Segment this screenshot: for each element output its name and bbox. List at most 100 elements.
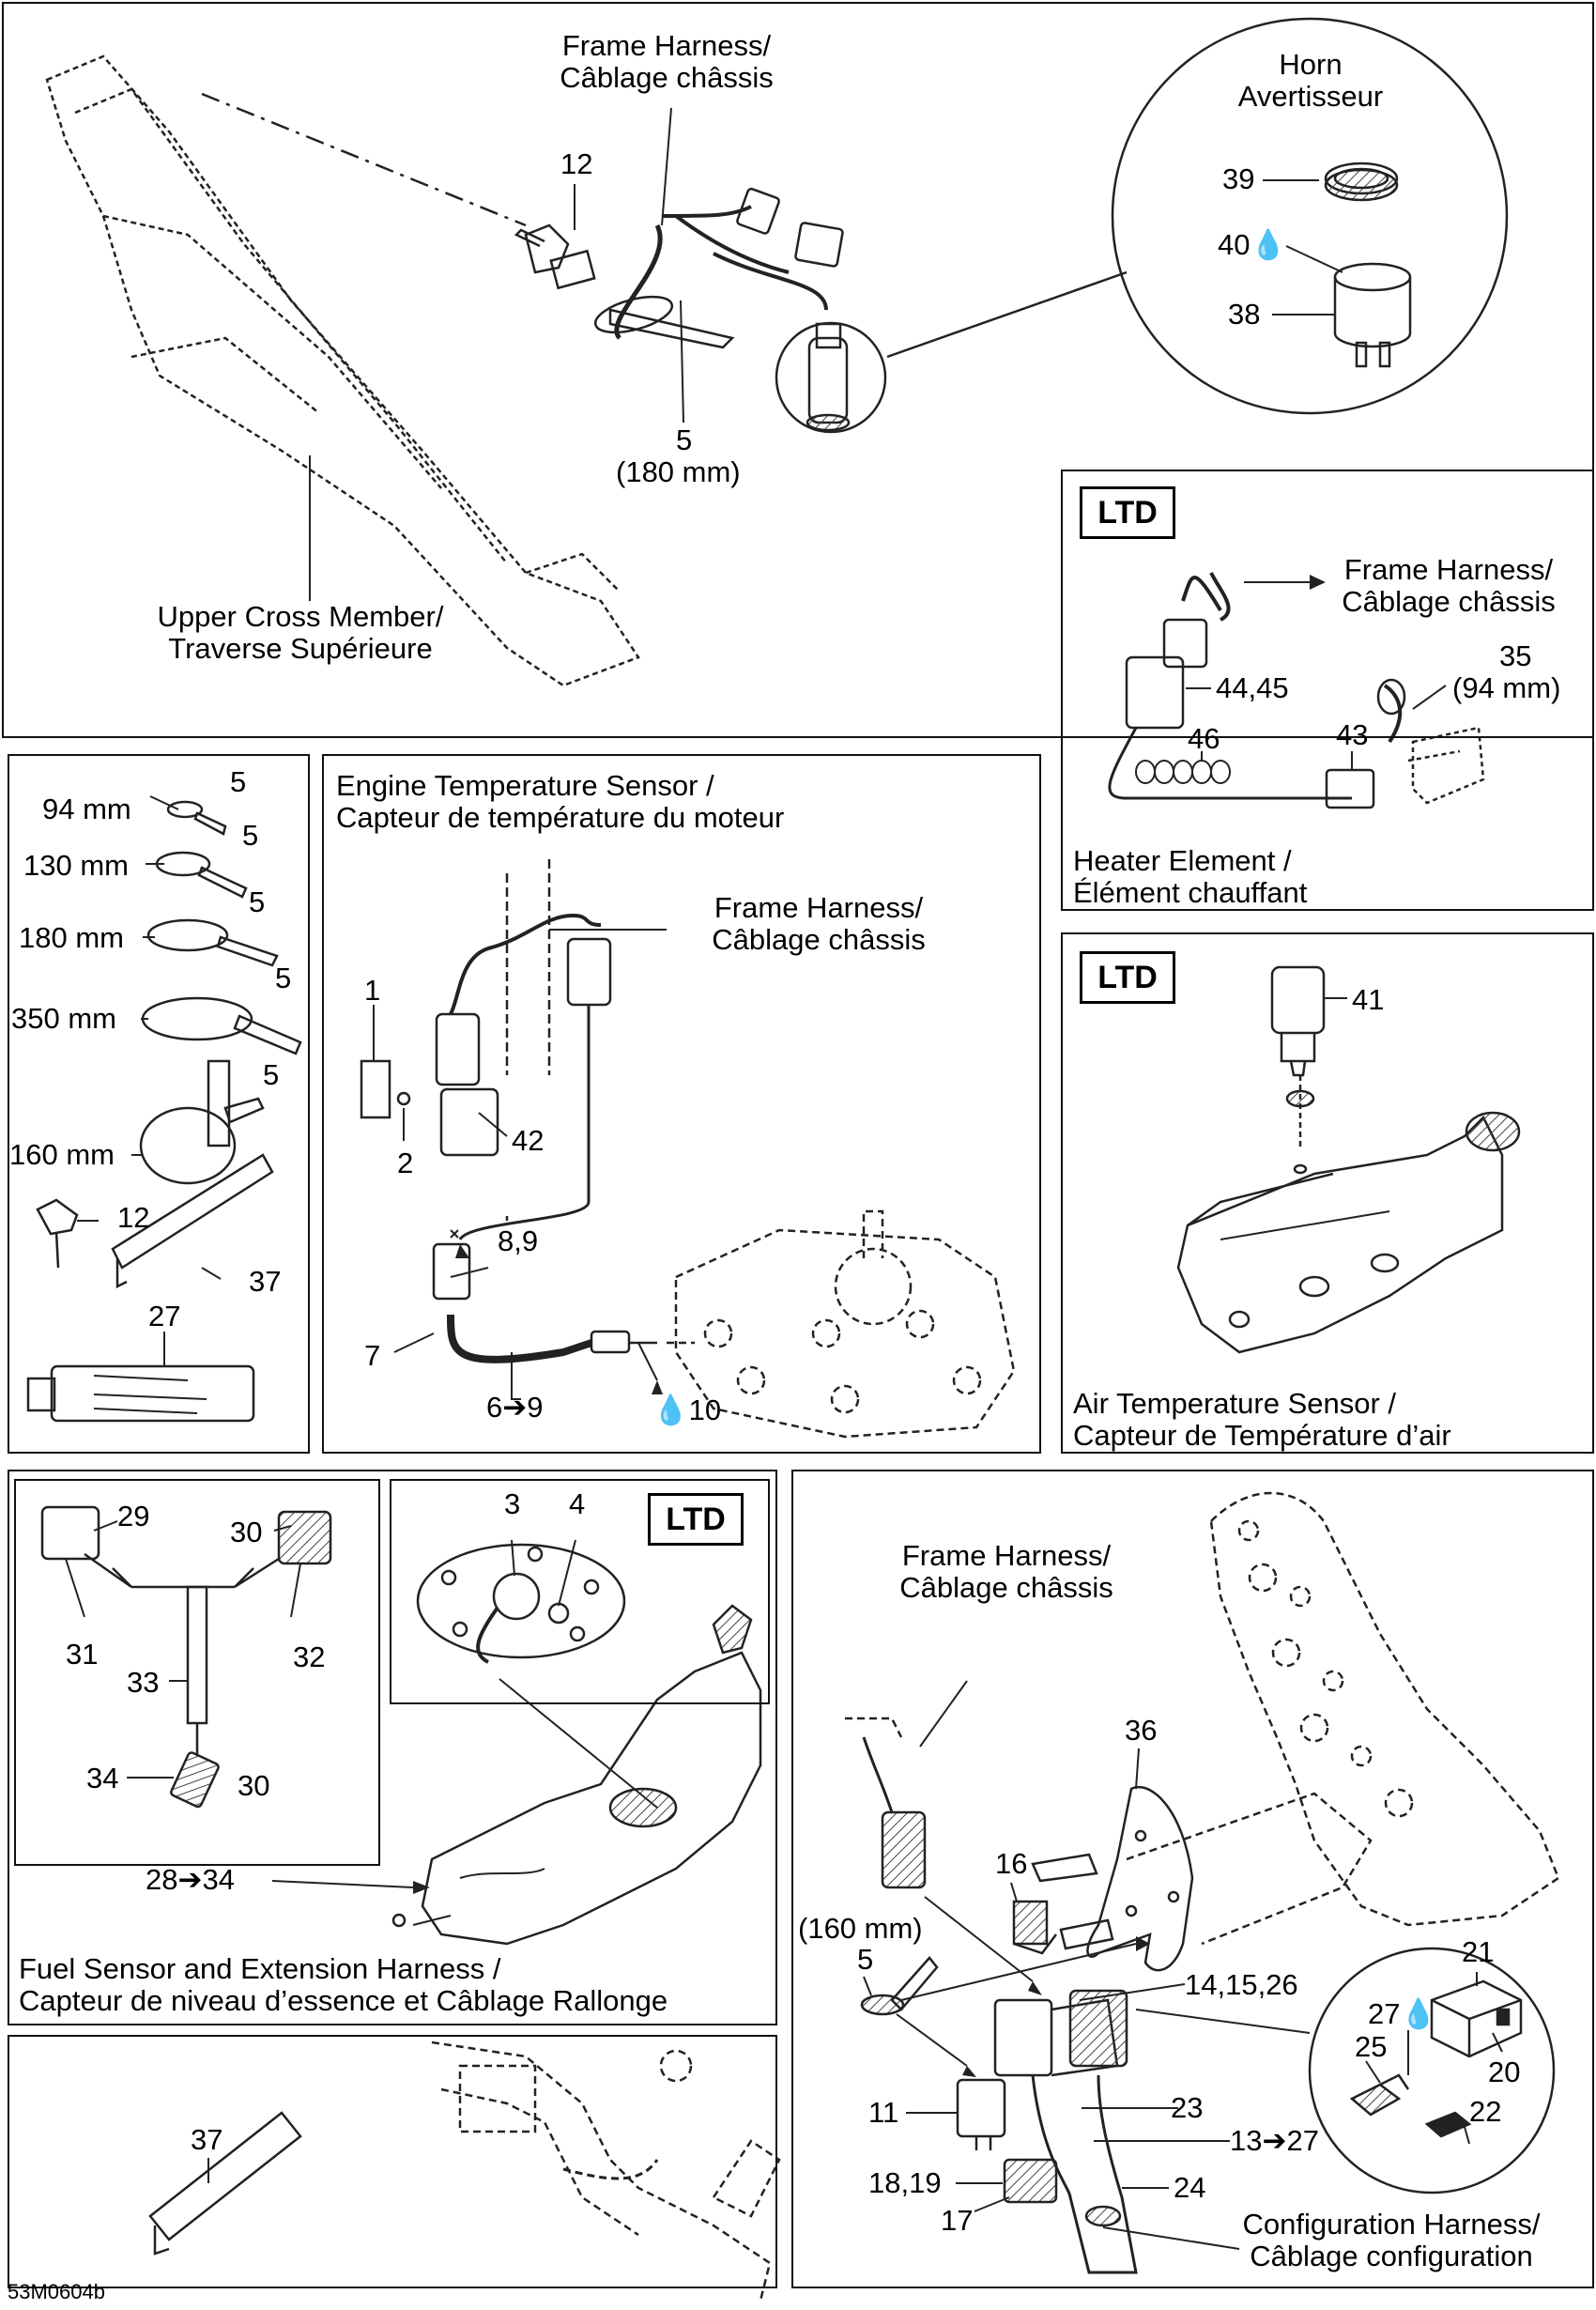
fuel-extension-harness-drawing	[40, 1505, 332, 1809]
callout-5-tie-160: 5	[263, 1058, 280, 1091]
frame-drawing	[45, 54, 640, 687]
callout-35: 35	[1499, 639, 1532, 672]
callout-2: 2	[397, 1147, 414, 1179]
callout-160mm: (160 mm)	[798, 1912, 923, 1945]
callout-20: 20	[1488, 2056, 1521, 2088]
callout-4: 4	[569, 1487, 586, 1520]
fuse-21-drawing	[1430, 1979, 1523, 2058]
callout-42: 42	[512, 1124, 545, 1157]
label-frame-harness-engine: Frame Harness/Câblage châssis	[712, 891, 926, 956]
label-air-temp-sensor: Air Temperature Sensor /Capteur de Tempé…	[1073, 1387, 1451, 1452]
callout-27-ties: 27	[148, 1300, 181, 1332]
engine-harness-drawing	[360, 859, 657, 1363]
callout-5-tie-130: 5	[242, 819, 259, 852]
callout-30-bottom: 30	[238, 1769, 270, 1802]
label-configuration-harness: Configuration Harness/Câblage configurat…	[1242, 2208, 1541, 2272]
callout-36: 36	[1125, 1714, 1158, 1747]
label-frame-harness-main: Frame Harness/Câblage châssis	[560, 29, 774, 94]
callout-32: 32	[293, 1640, 326, 1673]
screw-12-small	[36, 1198, 79, 1269]
cable-tie-180	[146, 918, 279, 967]
panel-engine-temp	[322, 754, 1041, 1454]
oil-drop-icon: 💧	[1400, 1997, 1437, 2030]
callout-16: 16	[995, 1847, 1028, 1880]
label-upper-cross-member: Upper Cross Member/Traverse Supérieure	[157, 600, 444, 665]
air-temp-sensor-drawing	[1270, 965, 1326, 1150]
callout-5-tie-350: 5	[275, 962, 292, 994]
panel-heater	[1061, 470, 1594, 911]
callout-21: 21	[1462, 1935, 1495, 1968]
callout-28-34: 28➔34	[146, 1863, 235, 1896]
label-frame-harness-heater: Frame Harness/Câblage châssis	[1342, 553, 1556, 618]
air-box-drawing	[1176, 1111, 1521, 1354]
callout-10: 💧10	[652, 1394, 722, 1426]
label-engine-temp-sensor: Engine Temperature Sensor /Capteur de te…	[336, 769, 785, 834]
panel-edge	[8, 2035, 777, 2288]
callout-14-15-26: 14,15,26	[1185, 1968, 1298, 2001]
callout-6-9: 6➔9	[486, 1391, 544, 1424]
edge-trim-37	[111, 1153, 274, 1289]
callout-27-config: 27💧	[1368, 1997, 1437, 2030]
callout-11: 11	[868, 2096, 899, 2129]
oil-drop-icon: 💧	[652, 1394, 689, 1426]
config-harness-drawing	[845, 1717, 927, 1889]
connector-18-drawing	[1003, 2158, 1058, 2204]
badge-ltd-air: LTD	[1080, 951, 1175, 1004]
callout-1: 1	[364, 974, 381, 1007]
fuse-box-drawing	[993, 1989, 1138, 2274]
callout-7: 7	[364, 1339, 381, 1372]
panel-fuel-right-inset	[390, 1479, 770, 1704]
fuel-tank-drawing	[391, 1604, 762, 1946]
tie-size-180: 180 mm	[19, 921, 124, 954]
label-fuel-sensor: Fuel Sensor and Extension Harness /Capte…	[19, 1952, 668, 2017]
callout-22: 22	[1469, 2095, 1502, 2128]
callout-39: 39	[1222, 162, 1255, 195]
callout-38: 38	[1228, 298, 1261, 331]
callout-41: 41	[1352, 983, 1385, 1016]
callout-37-ties: 37	[249, 1265, 282, 1298]
fuse-detail-circle	[1308, 1947, 1556, 2194]
panel-fuel	[8, 1470, 777, 2025]
horn-body-38	[1333, 262, 1412, 368]
callout-23: 23	[1171, 2091, 1204, 2124]
config-frame-drawing	[1126, 1491, 1560, 1946]
callout-18-19: 18,19	[868, 2166, 942, 2199]
callout-34: 34	[86, 1762, 119, 1794]
figure-code: 53M0604b	[8, 2280, 105, 2303]
callout-13-27: 13➔27	[1230, 2124, 1319, 2157]
fuse-22-drawing	[1424, 2111, 1472, 2138]
screw-12-drawing	[514, 223, 596, 290]
engine-cylinder-drawing	[674, 1209, 1016, 1439]
frame-harness-drawing	[593, 187, 844, 349]
callout-12-ties: 12	[117, 1201, 150, 1234]
cable-tie-160	[139, 1059, 265, 1185]
tie-size-160: 160 mm	[9, 1138, 115, 1171]
tie-size-350: 350 mm	[11, 1002, 116, 1035]
tie-size-94: 94 mm	[42, 793, 131, 825]
relay-11-drawing	[956, 2078, 1006, 2150]
callout-46: 46	[1188, 722, 1220, 755]
oil-drop-icon: 💧	[1250, 228, 1287, 261]
callout-25: 25	[1355, 2030, 1388, 2063]
horn-ring-39	[1324, 162, 1399, 202]
callout-5-tie-180: 5	[249, 886, 266, 918]
badge-ltd-heater: LTD	[1080, 486, 1175, 539]
callout-17: 17	[941, 2204, 974, 2237]
callout-44-45: 44,45	[1216, 671, 1289, 704]
panel-fuel-left-inset	[14, 1479, 380, 1866]
callout-33: 33	[127, 1666, 160, 1699]
label-frame-harness-config: Frame Harness/Câblage châssis	[899, 1539, 1113, 1604]
callout-35-size: (94 mm)	[1452, 671, 1561, 704]
callout-29: 29	[117, 1500, 150, 1532]
tie-size-130: 130 mm	[23, 849, 129, 882]
callout-5-main: 5	[676, 424, 693, 456]
callout-24: 24	[1174, 2171, 1206, 2204]
callout-5-tie-94: 5	[230, 765, 247, 798]
grease-tube-27	[26, 1364, 255, 1423]
callout-12-main: 12	[560, 147, 593, 180]
callout-8-9: 8,9	[498, 1224, 539, 1257]
callout-5-size-main: (180 mm)	[616, 455, 741, 488]
edge-trim-37-large	[148, 2111, 302, 2256]
